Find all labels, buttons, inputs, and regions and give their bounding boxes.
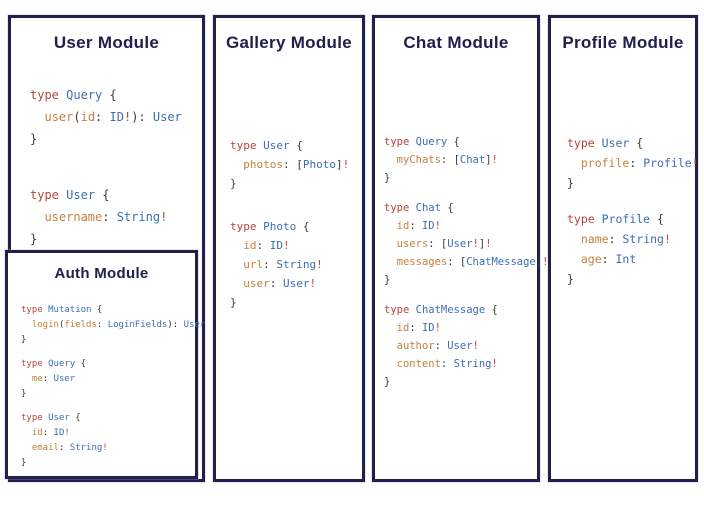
code-line: type Chat { — [384, 202, 454, 215]
code-block: type User { photos: [Photo]!} — [230, 136, 362, 193]
code-block: type Photo { id: ID! url: String! user: … — [230, 217, 362, 312]
code-block: type ChatMessage { id: ID! author: User!… — [384, 301, 537, 391]
code-block: type Mutation { login(fields: LoginField… — [21, 303, 206, 348]
code-line: } — [384, 274, 391, 287]
code-line: photos: [Photo]! — [243, 158, 350, 172]
code-line: } — [230, 296, 237, 310]
code-line: } — [567, 272, 574, 287]
code-line: } — [30, 232, 38, 247]
code-block: type Query { me: User} — [21, 357, 195, 402]
code-line: type User { — [230, 139, 303, 153]
code-line: messages: [ChatMessage]! — [396, 256, 549, 269]
code-line: name: String! — [580, 232, 671, 247]
user-module-title: User Module — [53, 33, 160, 52]
code-line: } — [21, 389, 27, 399]
code-line: user(id: ID!): User — [44, 110, 182, 125]
code-line: } — [384, 376, 391, 389]
code-line: type User { — [21, 413, 81, 423]
code-line: myChats: [Chat]! — [396, 154, 498, 167]
code-line: type ChatMessage { — [384, 304, 498, 317]
code-block: type User { username: String!} — [30, 184, 202, 250]
code-block: type Query { myChats: [Chat]!} — [384, 133, 537, 187]
code-block: type Profile { name: String! age: Int} — [567, 209, 695, 289]
code-line: type Profile { — [567, 212, 664, 227]
code-line: url: String! — [243, 258, 323, 272]
code-line: } — [230, 177, 237, 191]
chat-module-box: Chat Module type Query { myChats: [Chat]… — [372, 15, 549, 482]
code-line: profile: Profile! — [580, 156, 699, 171]
code-line: type Query { — [21, 359, 87, 369]
code-line: } — [384, 172, 391, 185]
gallery-module-box: Gallery Module type User { photos: [Phot… — [213, 15, 365, 482]
code-line: } — [21, 458, 27, 468]
auth-module-title: Auth Module — [54, 265, 149, 282]
code-line: id: ID! — [396, 322, 441, 335]
chat-module-code: type Query { myChats: [Chat]!}type Chat … — [375, 133, 549, 391]
code-line: author: User! — [396, 340, 479, 353]
code-line: login(fields: LoginFields): User — [31, 320, 206, 330]
code-line: id: ID! — [396, 220, 441, 233]
code-line: user: User! — [243, 277, 317, 291]
code-block: type User { id: ID! email: String!} — [21, 411, 195, 471]
code-line: type Mutation { — [21, 305, 103, 315]
code-line: age: Int — [580, 252, 637, 267]
code-line: me: User — [31, 374, 76, 384]
code-block: type Query { user(id: ID!): User} — [30, 84, 202, 150]
code-line: } — [21, 335, 27, 345]
auth-module-box: Auth Module type Mutation { login(fields… — [5, 250, 206, 479]
code-line: id: ID! — [243, 239, 290, 253]
code-line: } — [30, 132, 38, 147]
code-line: type User { — [30, 188, 110, 203]
gallery-module-code: type User { photos: [Photo]!}type Photo … — [216, 136, 362, 312]
code-line: users: [User!]! — [396, 238, 492, 251]
code-line: } — [567, 176, 574, 191]
profile-module-code: type User { profile: Profile!}type Profi… — [551, 133, 699, 289]
profile-module-box: Profile Module type User { profile: Prof… — [548, 15, 699, 482]
code-line: type User { — [567, 136, 644, 151]
code-line: type Query { — [384, 136, 460, 149]
gallery-module-title: Gallery Module — [225, 33, 353, 52]
code-line: email: String! — [31, 443, 108, 453]
profile-module-title: Profile Module — [562, 33, 684, 52]
auth-module-code: type Mutation { login(fields: LoginField… — [8, 303, 206, 471]
code-block: type User { profile: Profile!} — [567, 133, 699, 193]
code-line: type Query { — [30, 88, 117, 103]
code-line: type Photo { — [230, 220, 310, 234]
code-line: content: String! — [396, 358, 498, 371]
user-module-code: type Query { user(id: ID!): User}type Us… — [11, 84, 202, 250]
code-block: type Chat { id: ID! users: [User!]! mess… — [384, 199, 549, 289]
code-line: username: String! — [44, 210, 168, 225]
code-line: id: ID! — [31, 428, 70, 438]
chat-module-title: Chat Module — [403, 33, 509, 52]
